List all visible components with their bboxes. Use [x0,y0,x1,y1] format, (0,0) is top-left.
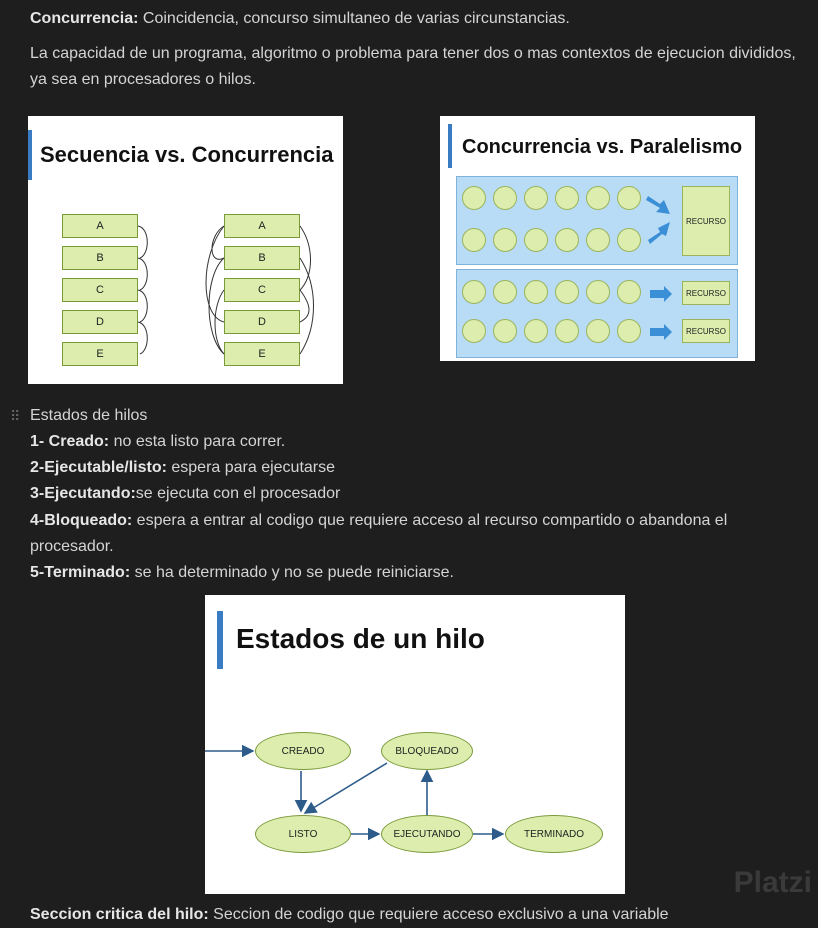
thread-circle [524,319,548,343]
states-heading: Estados de hilos [30,407,148,424]
state-term: 2-Ejecutable/listo: [30,459,167,476]
seq-box-e: E [62,342,138,366]
slide-title: Estados de un hilo [236,623,485,654]
state-transition-arrows [205,744,505,841]
seq-box-d: D [62,310,138,334]
resource-box: RECURSO [682,319,730,343]
state-term: 5-Terminado: [30,564,131,581]
state-term: 4-Bloqueado: [30,512,133,529]
state-term: 1- Creado: [30,433,110,450]
thread-circle [555,186,579,210]
thread-circle [555,280,579,304]
state-item-bloqueado: 4-Bloqueado: espera a entrar al codigo q… [30,508,800,560]
seq-box-a: A [62,214,138,238]
state-bloqueado: BLOQUEADO [381,732,473,770]
concurrencia-definition: Concurrencia: Coincidencia, concurso sim… [30,6,800,32]
conc-box-b: B [224,246,300,270]
state-ejecutando: EJECUTANDO [381,815,473,853]
slide-accent-bar [28,130,32,180]
thread-circle [462,186,486,210]
capacity-paragraph: La capacidad de un programa, algoritmo o… [30,45,796,88]
state-item-listo: 2-Ejecutable/listo: espera para ejecutar… [30,455,800,481]
thread-circle [524,186,548,210]
thread-circle [493,186,517,210]
slide-accent-bar [448,124,452,168]
state-term: 3-Ejecutando: [30,485,136,502]
conc-box-d: D [224,310,300,334]
platzi-watermark: Platzi [733,866,812,899]
thread-circle [617,280,641,304]
resource-box: RECURSO [682,186,730,256]
drag-handle-icon[interactable]: ⠿ [10,408,20,424]
state-item-terminado: 5-Terminado: se ha determinado y no se p… [30,560,800,586]
thread-circle [617,186,641,210]
conc-box-a: A [224,214,300,238]
resource-box: RECURSO [682,281,730,305]
conc-box-c: C [224,278,300,302]
sequence-arrows [137,225,314,355]
state-text: se ha determinado y no se puede reinicia… [130,564,454,581]
state-text: espera a entrar al codigo que requiere a… [30,512,728,555]
thread-circle [586,228,610,252]
slide-concurrencia-paralelismo: Concurrencia vs. Paralelismo RECURSO REC… [440,116,755,361]
thread-circle [586,319,610,343]
resource-arrows [646,196,672,340]
thread-circle [524,280,548,304]
slide-estados-hilo: Estados de un hilo CREADO BLOQUEADO LIST… [205,595,625,894]
thread-circle [617,228,641,252]
seccion-critica-term: Seccion critica del hilo: [30,906,209,923]
seq-box-c: C [62,278,138,302]
thread-circle [462,319,486,343]
concurrencia-def-text: Coincidencia, concurso simultaneo de var… [138,10,570,27]
state-text: se ejecuta con el procesador [135,485,341,502]
state-listo: LISTO [255,815,351,853]
seccion-critica-text: Seccion de codigo que requiere acceso ex… [208,906,669,923]
seq-box-b: B [62,246,138,270]
slide-accent-bar [217,611,223,669]
thread-circle [462,280,486,304]
slide-secuencia-concurrencia: Secuencia vs. Concurrencia A B C D E A B… [28,116,343,384]
state-item-creado: 1- Creado: no esta listo para correr. [30,429,800,455]
thread-circle [586,186,610,210]
thread-circle [555,319,579,343]
thread-circle [524,228,548,252]
thread-circle [586,280,610,304]
slide-title: Secuencia vs. Concurrencia [40,142,334,167]
conc-box-e: E [224,342,300,366]
thread-circle [493,319,517,343]
state-text: espera para ejecutarse [166,459,336,476]
thread-circle [493,228,517,252]
state-item-ejecutando: 3-Ejecutando:se ejecuta con el procesado… [30,481,800,507]
state-creado: CREADO [255,732,351,770]
seccion-critica-line: Seccion critica del hilo: Seccion de cod… [30,902,800,928]
concurrencia-term: Concurrencia: [30,10,139,27]
thread-circle [555,228,579,252]
state-text: no esta listo para correr. [109,433,286,450]
state-terminado: TERMINADO [505,815,603,853]
slide-title: Concurrencia vs. Paralelismo [462,136,743,158]
thread-circle [462,228,486,252]
thread-circle [493,280,517,304]
thread-circle [617,319,641,343]
